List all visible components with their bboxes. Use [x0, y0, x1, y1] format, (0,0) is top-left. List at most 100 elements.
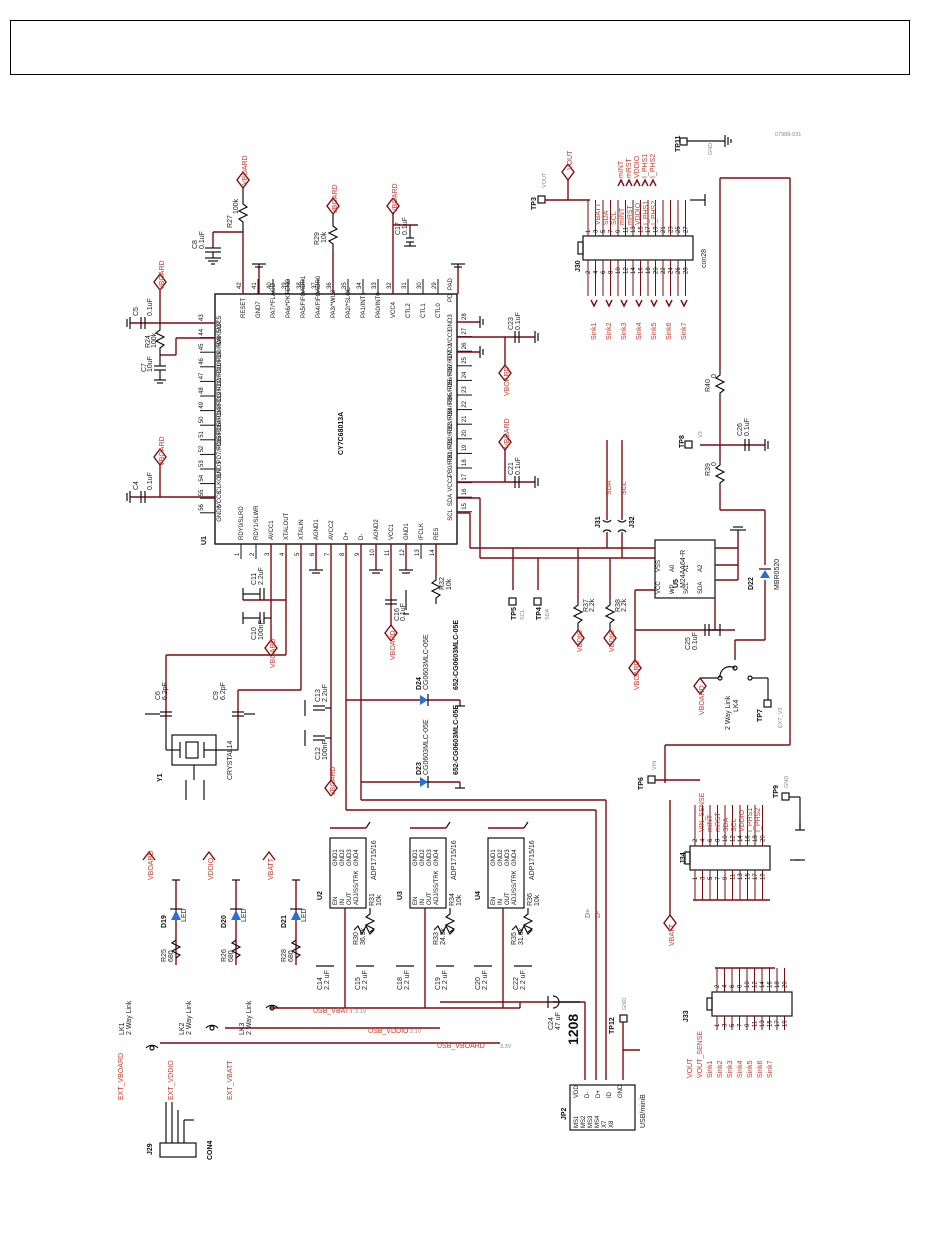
regulator-rbot-ref: R33 [433, 932, 440, 945]
j33-net-label: Sink5 [747, 1060, 754, 1078]
vcc4-vboard-arrow [386, 197, 400, 215]
u1-right-pin-name: GND3 [448, 314, 454, 331]
regulator-rtop-value: 10k [534, 894, 541, 906]
led-resistor-value: 680 [228, 950, 235, 962]
j30-bottom-pin-num: 10 [616, 267, 622, 274]
tp9-symbol [781, 792, 790, 801]
led-resistor-ref: R26 [221, 949, 228, 962]
regulator-pin-left: IN [420, 899, 426, 905]
j31-ref: J31 [595, 516, 602, 528]
link-pin [209, 1025, 215, 1031]
u1-left-pin-name: PD0/FD8 [217, 336, 223, 361]
j30-sink-arrow [620, 299, 628, 308]
regulator-pin-right: GND1 [491, 849, 497, 866]
c6-c9-symbols [145, 711, 255, 717]
vcc2-vboard-arrow [498, 433, 512, 451]
u1-bottom-pin-num: 8 [340, 552, 346, 556]
c9-value: 6.2pF [220, 682, 227, 700]
rail-usb-vboard: USB_VBOARD [437, 1043, 485, 1050]
c5-symbol [126, 317, 146, 329]
regulator-cin-value: 2.2 uF [324, 970, 331, 990]
regulator-pin-right: GND4 [354, 849, 360, 866]
j34-top-pin-num: 2 [693, 838, 699, 842]
c8-value: 0.1uF [199, 231, 206, 249]
u1-left-pin-num: 43 [199, 314, 205, 321]
usb-pin-right: ID [607, 1091, 613, 1098]
link-ref: LK2 [179, 1022, 186, 1035]
j30-bottom-pin-num: 14 [631, 267, 637, 274]
led-ref: D21 [281, 915, 288, 928]
r38-symbol [604, 600, 616, 630]
regulator-pin-left: IN [498, 899, 504, 905]
led-label: LED [181, 908, 188, 922]
tp6-ref: TP6 [638, 777, 645, 790]
j34-bottom-pin-num: 9 [723, 876, 729, 880]
regulator-ref: U4 [475, 891, 482, 900]
j30-sink-label: Sink4 [636, 322, 643, 340]
regulator-cout-ref: C19 [435, 977, 442, 990]
c23-symbol [514, 331, 539, 343]
tvs-d24 [346, 694, 465, 707]
tp7-ref: TP7 [757, 709, 764, 722]
u1-right-pin-num: 20 [462, 429, 468, 436]
j30-top-pin-num: 11 [624, 226, 630, 233]
eeprom-wiring [634, 530, 739, 660]
j30-top-net-arrow [641, 178, 649, 187]
j30-bottom-pin-num: 26 [676, 267, 682, 274]
u1-top-pin-num: 32 [387, 282, 393, 289]
r27-vboard-label: VBOARD [242, 155, 249, 185]
r29-vboard-arrow [326, 197, 340, 215]
u5-pin-name: VCC [656, 581, 662, 594]
lk4-vboard-label: VBOARD [699, 685, 706, 715]
j30-sink-label: Sink7 [681, 322, 688, 340]
regulator-r-top [444, 908, 456, 933]
j30-top-net-flag: mINT [618, 160, 625, 178]
u1-top-pin-name: PA6/*PKTEND [286, 278, 292, 318]
tvs-d23 [361, 776, 465, 789]
u1-right-pin-num: 25 [462, 356, 468, 363]
u1-bottom-pin-num: 11 [385, 549, 391, 556]
r40-value: 0 [711, 374, 718, 378]
u1-bottom-pin-name: AGND1 [314, 519, 320, 540]
j30-top-net-label: mRST [627, 204, 634, 225]
j30-top-pin-num: 5 [601, 229, 607, 233]
u1-left-pin-num: 53 [199, 460, 205, 467]
j30-top-pin-num: 7 [609, 229, 615, 233]
tp6-net: VIN [652, 761, 658, 770]
regulator-body [329, 837, 367, 909]
j30-top-pin-num: 17 [646, 226, 652, 233]
u1-right-pin-num: 27 [462, 327, 468, 334]
regulator-cout-ref: C22 [513, 977, 520, 990]
j33-top-pin-num: 2 [715, 984, 721, 988]
led-glyph [291, 910, 301, 920]
u1-right-pin-name: PB0/FD0 [448, 452, 454, 477]
j30-top-pin-num: 27 [684, 226, 690, 233]
sda-net-label: SDA [606, 480, 613, 495]
r38-value: 2.2k [621, 598, 628, 612]
u1-top-pin-num: 37 [312, 282, 318, 289]
j33-bottom-pin-num: 11 [753, 1020, 759, 1027]
r29-vboard-label: VBOARD [332, 184, 339, 214]
j30-top-pin-num: 3 [594, 229, 600, 233]
crystal-ref: Y1 [157, 773, 164, 782]
r38-vddio-arrow [603, 629, 617, 647]
u1-bottom-pin-num: 10 [370, 549, 376, 556]
u1-top-pin-name: CTL0 [436, 303, 442, 318]
u1-bottom-pin-name: AGND2 [374, 519, 380, 540]
j30-top-net-label: VBATT [595, 202, 602, 225]
j33-top-pin-num: 20 [783, 981, 789, 988]
r27-symbol [237, 188, 249, 232]
c24-symbol [547, 995, 580, 1009]
u1-ref: U1 [201, 536, 208, 545]
j30-sink-label: Sink6 [666, 322, 673, 340]
regulator-cin-ref: C18 [397, 977, 404, 990]
j30-sink-arrow [665, 299, 673, 308]
c9-ref: C9 [213, 691, 220, 700]
j30-top-net-flag: I_PHS2 [650, 154, 657, 178]
j34-bottom-pin-num: 11 [731, 873, 737, 880]
u1-top-pin-num: 31 [402, 282, 408, 289]
regulator-part: ADP1715/16 [529, 840, 536, 880]
r39-symbol [714, 460, 726, 485]
